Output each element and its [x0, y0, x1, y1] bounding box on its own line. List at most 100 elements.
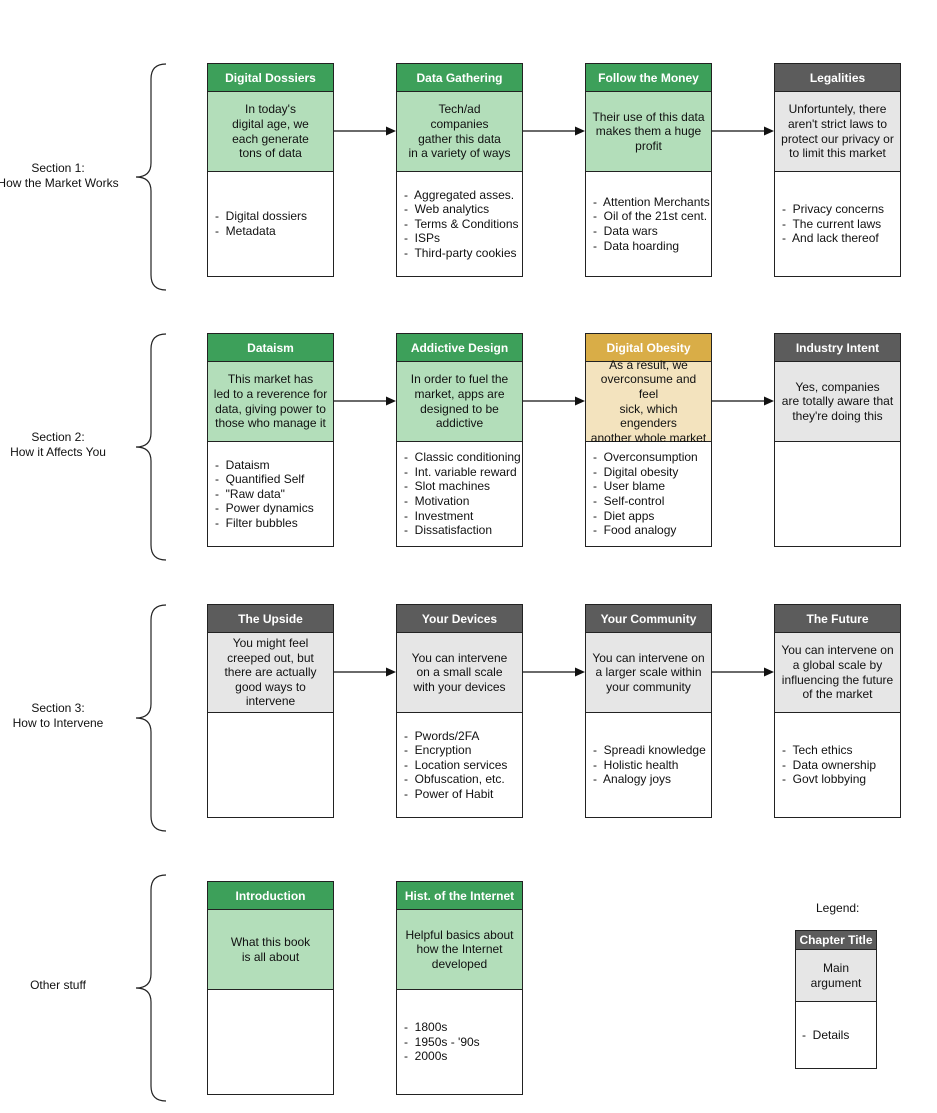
- card-details: [775, 442, 900, 546]
- legend-main-argument: Main argument: [796, 950, 876, 1002]
- detail-item: Data wars: [593, 224, 705, 239]
- detail-item: Analogy joys: [593, 772, 705, 787]
- detail-item: "Raw data": [215, 487, 327, 502]
- detail-item: Data ownership: [782, 758, 894, 773]
- card-follow-the-money: Follow the Money Their use of this data …: [585, 63, 712, 277]
- card-title: Your Community: [586, 605, 711, 633]
- card-details: Classic conditioning Int. variable rewar…: [397, 442, 522, 546]
- card-details: Digital dossiers Metadata: [208, 172, 333, 276]
- detail-item: Govt lobbying: [782, 772, 894, 787]
- card-main-argument: You might feel creeped out, but there ar…: [208, 633, 333, 713]
- detail-item: Overconsumption: [593, 450, 705, 465]
- card-main-argument: You can intervene on a global scale by i…: [775, 633, 900, 713]
- detail-item: Web analytics: [404, 202, 516, 217]
- card-main-argument: As a result, we overconsume and feel sic…: [586, 358, 711, 445]
- card-details: Attention Merchants Oil of the 21st cent…: [586, 172, 711, 276]
- card-legalities: Legalities Unfortuntely, there aren't st…: [774, 63, 901, 277]
- card-title: Introduction: [208, 882, 333, 910]
- card-your-community: Your Community You can intervene on a la…: [585, 604, 712, 818]
- detail-item: Third-party cookies: [404, 246, 516, 261]
- legend-detail-item: Details: [802, 1028, 870, 1043]
- arrow-right-icon: [712, 667, 774, 677]
- card-main-argument: In order to fuel the market, apps are de…: [397, 362, 522, 442]
- card-title: Data Gathering: [397, 64, 522, 92]
- card-main-argument: Helpful basics about how the Internet de…: [397, 910, 522, 990]
- card-title: Digital Obesity: [586, 334, 711, 362]
- section-2-brace: [135, 333, 167, 561]
- card-main-argument: Unfortuntely, there aren't strict laws t…: [775, 92, 900, 172]
- detail-item: Spreadi knowledge: [593, 743, 706, 758]
- card-title: Hist. of the Internet: [397, 882, 522, 910]
- arrow-right-icon: [523, 396, 585, 406]
- detail-item: Filter bubbles: [215, 516, 327, 531]
- card-title: Dataism: [208, 334, 333, 362]
- section-3-brace: [135, 604, 167, 832]
- card-title: Follow the Money: [586, 64, 711, 92]
- card-title: Industry Intent: [775, 334, 900, 362]
- detail-item: Slot machines: [404, 479, 516, 494]
- section-1-brace: [135, 63, 167, 291]
- detail-item: Self-control: [593, 494, 705, 509]
- detail-item: Dataism: [215, 458, 327, 473]
- card-digital-dossiers: Digital Dossiers In today's digital age,…: [207, 63, 334, 277]
- detail-item: Investment: [404, 509, 516, 524]
- card-dataism: Dataism This market has led to a reveren…: [207, 333, 334, 547]
- detail-item: Int. variable reward: [404, 465, 517, 480]
- detail-item: Holistic health: [593, 758, 705, 773]
- detail-item: Pwords/2FA: [404, 729, 516, 744]
- section-other-brace: [135, 874, 167, 1102]
- detail-item: Dissatisfaction: [404, 523, 516, 538]
- card-title: Your Devices: [397, 605, 522, 633]
- card-the-future: The Future You can intervene on a global…: [774, 604, 901, 818]
- section-2-label: Section 2: How it Affects You: [10, 430, 106, 459]
- card-details: Privacy concerns The current laws And la…: [775, 172, 900, 276]
- card-main-argument: You can intervene on a larger scale with…: [586, 633, 711, 713]
- arrow-right-icon: [712, 396, 774, 406]
- detail-item: Oil of the 21st cent.: [593, 209, 707, 224]
- legend-chapter-title: Chapter Title: [796, 931, 876, 950]
- detail-item: Data hoarding: [593, 239, 705, 254]
- legend-label: Legend:: [816, 901, 860, 915]
- detail-item: Classic conditioning: [404, 450, 521, 465]
- detail-item: Encryption: [404, 743, 516, 758]
- card-data-gathering: Data Gathering Tech/ad companies gather …: [396, 63, 523, 277]
- card-title: Addictive Design: [397, 334, 522, 362]
- detail-item: The current laws: [782, 217, 894, 232]
- card-details: 1800s 1950s - '90s 2000s: [397, 990, 522, 1094]
- card-details: Aggregated asses. Web analytics Terms & …: [397, 172, 522, 276]
- detail-item: ISPs: [404, 231, 516, 246]
- detail-item: Diet apps: [593, 509, 705, 524]
- card-details: Dataism Quantified Self "Raw data" Power…: [208, 442, 333, 546]
- card-main-argument: You can intervene on a small scale with …: [397, 633, 522, 713]
- card-details: Overconsumption Digital obesity User bla…: [586, 442, 711, 546]
- section-1-label: Section 1: How the Market Works: [0, 161, 119, 190]
- detail-item: Attention Merchants: [593, 195, 710, 210]
- card-addictive-design: Addictive Design In order to fuel the ma…: [396, 333, 523, 547]
- card-details: Pwords/2FA Encryption Location services …: [397, 713, 522, 817]
- detail-item: Food analogy: [593, 523, 705, 538]
- detail-item: Quantified Self: [215, 472, 327, 487]
- arrow-right-icon: [334, 667, 396, 677]
- detail-item: And lack thereof: [782, 231, 894, 246]
- detail-item: Motivation: [404, 494, 516, 509]
- card-main-argument: Yes, companies are totally aware that th…: [775, 362, 900, 442]
- detail-item: Obfuscation, etc.: [404, 772, 516, 787]
- card-hist-of-the-internet: Hist. of the Internet Helpful basics abo…: [396, 881, 523, 1095]
- detail-item: Power dynamics: [215, 501, 327, 516]
- detail-item: Metadata: [215, 224, 327, 239]
- section-other-label: Other stuff: [30, 978, 86, 992]
- legend-card: Chapter Title Main argument Details: [795, 930, 877, 1069]
- arrow-right-icon: [523, 667, 585, 677]
- detail-item: Tech ethics: [782, 743, 894, 758]
- card-your-devices: Your Devices You can intervene on a smal…: [396, 604, 523, 818]
- card-main-argument: Their use of this data makes them a huge…: [586, 92, 711, 172]
- card-main-argument: In today's digital age, we each generate…: [208, 92, 333, 172]
- detail-item: Aggregated asses.: [404, 188, 516, 203]
- card-the-upside: The Upside You might feel creeped out, b…: [207, 604, 334, 818]
- arrow-right-icon: [334, 396, 396, 406]
- card-title: The Upside: [208, 605, 333, 633]
- detail-item: Power of Habit: [404, 787, 516, 802]
- card-main-argument: Tech/ad companies gather this data in a …: [397, 92, 522, 172]
- card-details: Spreadi knowledge Holistic health Analog…: [586, 713, 711, 817]
- card-title: Legalities: [775, 64, 900, 92]
